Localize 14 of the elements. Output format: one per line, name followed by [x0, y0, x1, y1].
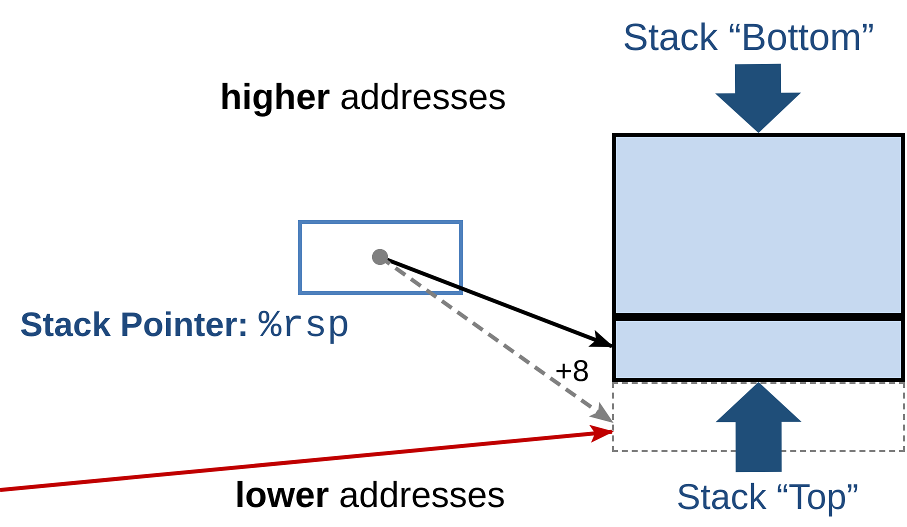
arrow — [0, 424, 614, 492]
block-arrow — [716, 382, 802, 472]
address-direction-note: lower addresses — [235, 474, 506, 516]
offset-label: +8 — [555, 355, 590, 389]
stack-bottom-label: Stack “Bottom” — [592, 12, 905, 64]
arrow — [372, 248, 614, 424]
stack-slot — [612, 317, 905, 382]
stack-top-label: Stack “Top” — [630, 472, 905, 522]
register-box — [298, 220, 463, 295]
register-caption: Stack Pointer: — [20, 306, 249, 345]
register-name: %rsp — [258, 305, 350, 348]
stack-frame — [612, 133, 905, 317]
address-direction-note: higher addresses — [220, 76, 506, 118]
block-arrow — [715, 64, 802, 133]
